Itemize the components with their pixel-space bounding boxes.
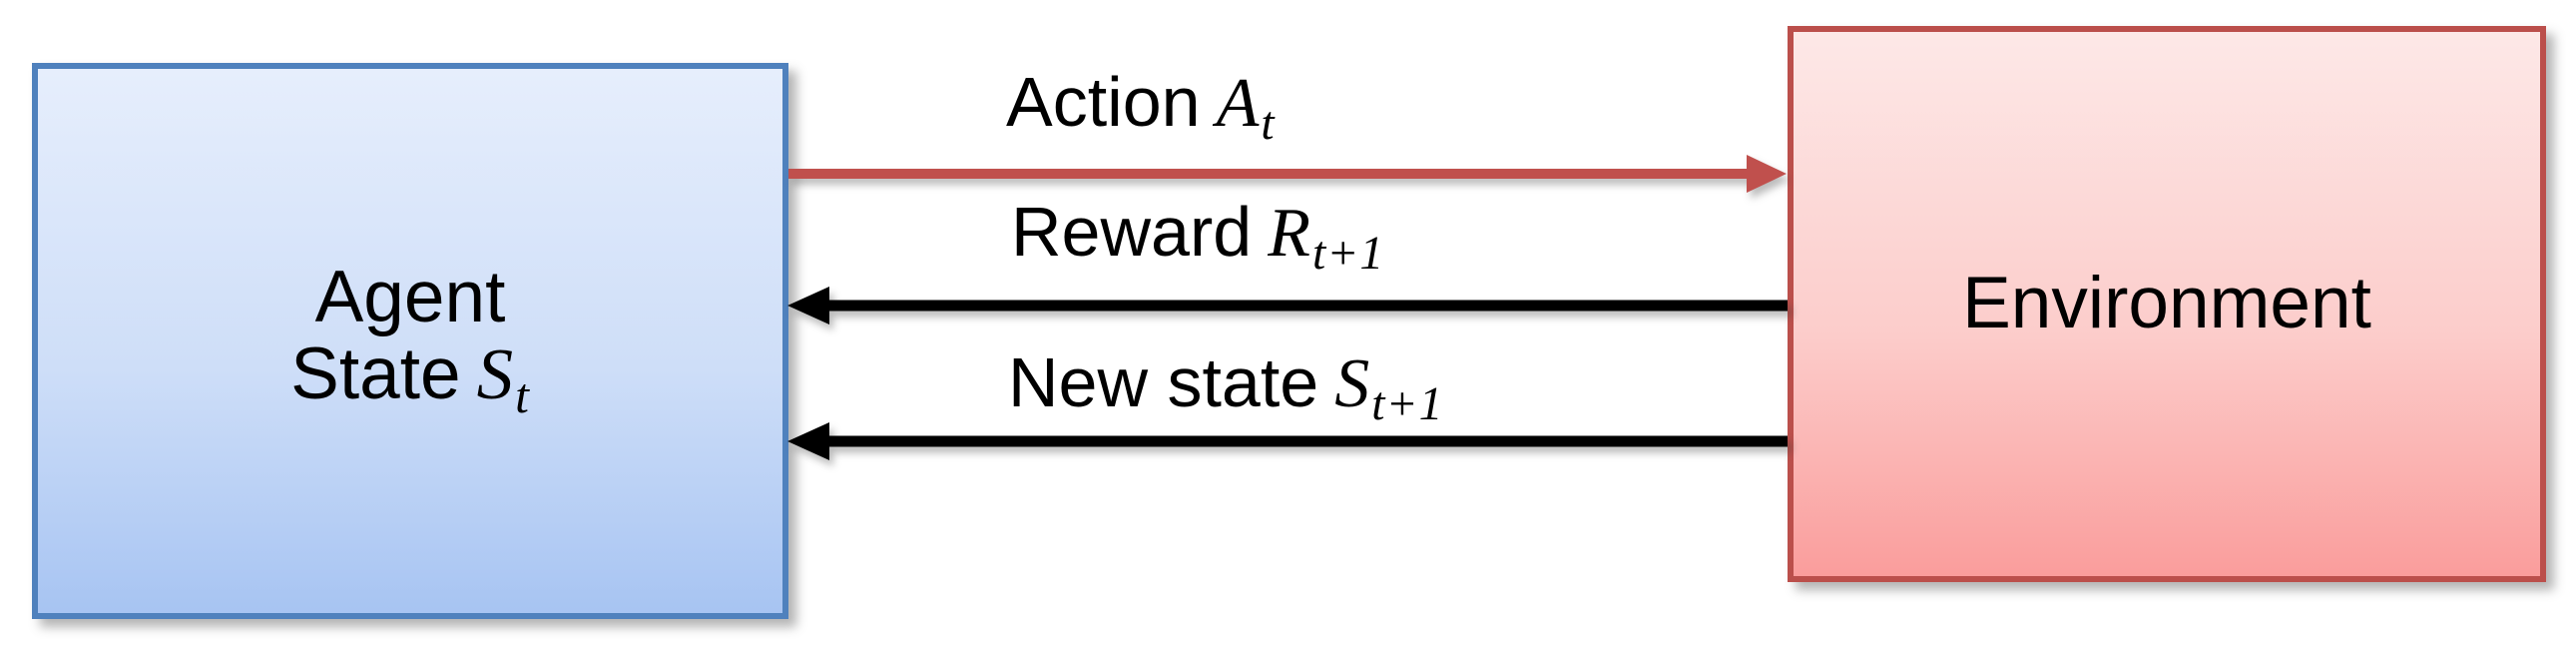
reward-variable: R [1268, 195, 1310, 272]
reward-arrow-head-icon [787, 287, 829, 324]
agent-state-subscript: t [515, 367, 530, 423]
new-state-arrow-head-icon [787, 422, 829, 460]
new-state-variable: S [1334, 345, 1370, 422]
reward-label-text: Reward [1011, 193, 1253, 271]
reward-arrow [787, 287, 1788, 324]
action-label-text: Action [1006, 63, 1201, 141]
agent-state-text: State [290, 332, 461, 414]
environment-box: Environment [1788, 26, 2546, 582]
action-arrow-head-icon [1747, 155, 1787, 193]
new-state-arrow [787, 422, 1788, 460]
action-arrow [788, 155, 1787, 193]
action-subscript: t [1261, 98, 1276, 151]
agent-state-variable: S [476, 332, 514, 414]
environment-title: Environment [1962, 263, 2371, 344]
agent-title: Agent [314, 257, 506, 338]
environment-box-label: Environment [1962, 263, 2371, 344]
action-variable: A [1216, 65, 1260, 142]
reward-subscript: t+1 [1311, 228, 1385, 281]
new-state-subscript: t+1 [1371, 378, 1444, 431]
new-state-label-text: New state [1008, 343, 1319, 421]
